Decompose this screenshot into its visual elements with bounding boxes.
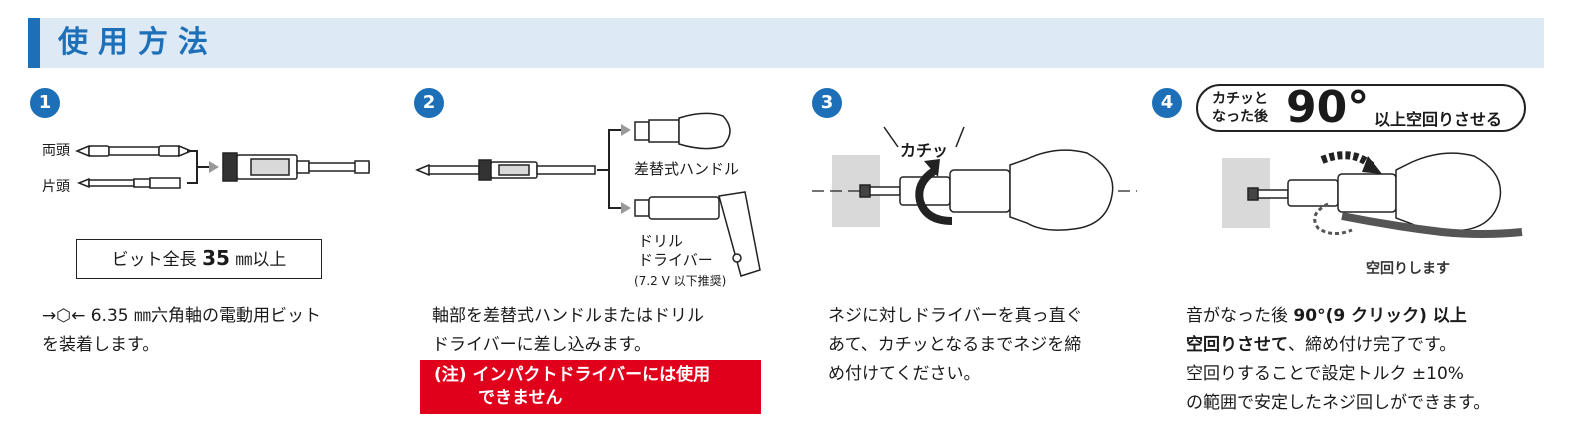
step-2-desc-line-2: ドライバーに差し込みます。 xyxy=(432,335,651,355)
bit-length-box: ビット全長 35 ㎜以上 xyxy=(76,239,322,279)
header-accent-bar xyxy=(28,18,40,68)
step-3-label-click: カチッ xyxy=(900,141,949,160)
bubble-small-text: カチッと なった後 xyxy=(1212,90,1268,126)
step-1-number: 1 xyxy=(30,88,60,118)
step-3-desc-line-2: あて、カチッとなるまでネジを締 xyxy=(828,335,1082,355)
step-1-bit-illustration xyxy=(75,144,370,189)
step-4-desc-line-2-bold: 空回りさせて xyxy=(1186,335,1288,355)
bubble-line-1: カチッと xyxy=(1212,91,1268,107)
step-4-desc-line-3: 空回りすることで設定トルク ±10% xyxy=(1186,364,1464,384)
step-2-label-drill-1: ドリル xyxy=(638,232,684,250)
step-4-desc-line-2-normal: 、締め付け完了です。 xyxy=(1288,335,1457,355)
step-3-desc-line-1: ネジに対しドライバーを真っ直ぐ xyxy=(828,306,1083,326)
bit-length-suffix: ㎜以上 xyxy=(229,250,287,270)
step-4-desc-line-4: の範囲で安定したネジ回しができます。 xyxy=(1186,393,1491,413)
step-4-label-idle: 空回りします xyxy=(1366,261,1450,277)
impact-driver-warning: (注) インパクトドライバーには使用 できません xyxy=(420,360,761,414)
step-3-desc-line-3: め付けてください。 xyxy=(828,364,981,384)
step-4-desc-line-1: 音がなった後 90°(9 クリック) 以上 xyxy=(1186,302,1467,331)
step-1-label-single: 片頭 xyxy=(42,179,70,195)
step-4-desc-line-2: 空回りさせて、締め付け完了です。 xyxy=(1186,331,1456,360)
step-4-desc-line-1-bold: 90°(9 クリック) 以上 xyxy=(1293,306,1467,326)
step-2-label-handle: 差替式ハンドル xyxy=(634,160,740,178)
step-4-desc-line-1-normal: 音がなった後 xyxy=(1186,306,1294,326)
step-2-label-drill-note: (7.2 V 以下推奨) xyxy=(634,274,727,288)
warning-line-2: できません xyxy=(478,388,563,408)
page-title: 使用方法 xyxy=(58,25,218,60)
section-header: 使用方法 xyxy=(28,18,1544,68)
step-3-screwing-illustration xyxy=(812,126,1137,231)
step-4-idle-spin-illustration xyxy=(1222,151,1523,238)
step-1-label-double: 両頭 xyxy=(42,143,70,159)
bubble-degree: 90° xyxy=(1286,82,1370,133)
step-2-handle-illustration xyxy=(415,112,761,277)
bit-length-prefix: ビット全長 xyxy=(111,250,203,270)
bubble-tail-text: 以上空回りさせる xyxy=(1374,110,1503,129)
bit-length-value: 35 xyxy=(202,246,230,270)
step-3-number: 3 xyxy=(812,88,842,118)
bubble-line-2: なった後 xyxy=(1212,109,1268,125)
step-2-label-drill-2: ドライバー xyxy=(638,251,713,269)
step-2-number: 2 xyxy=(414,88,444,118)
step-4-number: 4 xyxy=(1152,88,1182,118)
step-4-callout-bubble: カチッと なった後 90° 以上空回りさせる xyxy=(1196,82,1526,133)
step-1-desc-line-1: →⬡← 6.35 ㎜六角軸の電動用ビット xyxy=(42,306,321,326)
step-1-desc-line-2: を装着します。 xyxy=(42,335,160,355)
step-2-desc-line-1: 軸部を差替式ハンドルまたはドリル xyxy=(432,306,704,326)
warning-line-1: (注) インパクトドライバーには使用 xyxy=(434,365,711,385)
